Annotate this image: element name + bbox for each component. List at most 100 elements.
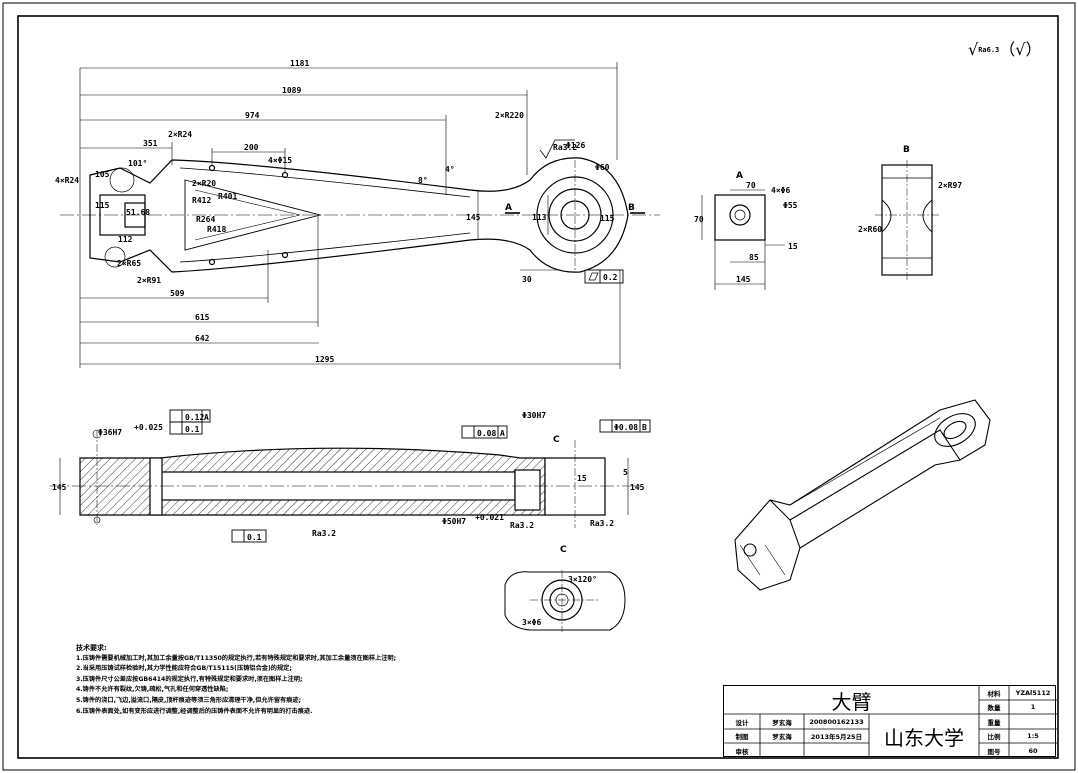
designer-name: 罗玄海 [772, 718, 792, 727]
fit-right: Φ30H7 [522, 411, 546, 420]
tol-flat-bottom: 0.1 [247, 533, 262, 542]
sb-2xr97: 2×R97 [938, 181, 962, 190]
sec-15: 15 [577, 474, 587, 483]
dim-101deg: 101° [128, 159, 147, 168]
dim-112: 112 [118, 235, 133, 244]
dim-4xr24: 4×R24 [55, 176, 79, 185]
dim-1181: 1181 [290, 59, 309, 68]
note-1: 1.压铸件需要机械加工时,其加工余量按GB/T11350的规定执行,若有特殊规定… [76, 654, 397, 662]
dim-r412: R412 [192, 196, 211, 205]
scale-label: 比例 [987, 733, 1001, 741]
section-marker-a: A [505, 203, 512, 213]
tol-datum-a: A [204, 413, 209, 422]
isometric-view [734, 399, 991, 591]
dim-8deg: 8° [418, 176, 428, 185]
dim-1295: 1295 [315, 355, 334, 364]
sa-85: 85 [749, 253, 759, 262]
dim-4deg: 4° [445, 165, 455, 174]
tol-parallel: 0.12 [185, 413, 204, 422]
notes-heading: 技术要求: [76, 644, 107, 652]
dim-phi60: Φ60 [595, 163, 610, 172]
tol-datum-b: B [642, 423, 647, 432]
sectional-view [50, 409, 651, 543]
weight-value [1009, 714, 1057, 729]
top-view [60, 62, 660, 369]
material-label: 材料 [987, 690, 1001, 698]
dim-200: 200 [244, 143, 259, 152]
dim-phi126: Φ126 [566, 141, 585, 150]
dim-4xphi15: 4×Φ15 [268, 156, 292, 165]
drawing-date: 2013年5月25日 [810, 733, 863, 741]
dim-145: 145 [466, 213, 481, 222]
qty-value: 1 [1030, 703, 1036, 711]
sa-70: 70 [746, 181, 756, 190]
sa-4xphi6: 4×Φ6 [771, 186, 790, 195]
sa-phi55: Φ55 [783, 201, 798, 210]
drafter-name: 罗玄海 [772, 733, 792, 741]
dim-2xr91: 2×R91 [137, 276, 161, 285]
note-4: 4.铸件不允许有裂纹,欠铸,疏松,气孔和任何穿透性缺陷; [76, 686, 229, 694]
sa-70v: 70 [694, 215, 704, 224]
sa-15: 15 [788, 242, 798, 251]
dim-51: 51.68 [126, 208, 150, 217]
sc-3xphi6: 3×Φ6 [522, 618, 541, 627]
sec-5: 5 [623, 468, 628, 477]
section-a-view [701, 189, 785, 290]
section-c-title: C [560, 545, 567, 555]
section-c-view [504, 570, 626, 632]
datum-b-circle [92, 429, 102, 439]
dim-113: 113 [532, 213, 547, 222]
inner-frame [17, 15, 1059, 759]
reviewer-label: 审核 [735, 747, 749, 756]
dim-115-right: 115 [600, 214, 615, 223]
section-a-title: A [736, 171, 743, 181]
tol-position: Φ0.08 [614, 423, 638, 432]
dim-642: 642 [195, 334, 210, 343]
dim-1089: 1089 [282, 86, 301, 95]
sa-145: 145 [736, 275, 751, 284]
school-name: 山东大学 [884, 725, 964, 750]
designer-label: 设计 [735, 718, 749, 727]
dim-30: 30 [522, 275, 532, 284]
title-block: 大臂 设计 罗玄海 200800162133 制图 罗玄海 2013年5月25日… [723, 685, 1057, 758]
sb-2xr60: 2×R60 [858, 225, 882, 234]
sec-145-right: 145 [630, 483, 645, 492]
note-3: 3.压铸件尺寸公差应按GB6414的规定执行,有特殊规定和要求时,须在图样上注明… [76, 675, 303, 683]
fit-left: Φ36H7 [98, 428, 122, 437]
roughness-sec-2: Ra3.2 [590, 519, 614, 528]
designer-id: 200800162133 [809, 717, 864, 726]
tol-datum-a2: A [500, 429, 505, 438]
scale-value: 1:5 [1027, 732, 1039, 740]
dim-2xr24: 2×R24 [168, 130, 192, 139]
dim-2xr20: 2×R20 [192, 179, 216, 188]
drawing-title: 大臂 [831, 689, 872, 714]
dim-r401: R401 [218, 192, 237, 201]
dim-615: 615 [195, 313, 210, 322]
section-marker-b: B [628, 203, 635, 213]
dim-r264: R264 [196, 215, 215, 224]
dim-2xr65: 2×R65 [117, 259, 141, 268]
sec-145: 145 [52, 483, 67, 492]
dim-351: 351 [143, 139, 158, 148]
fit-bottom: Φ50H7 [442, 517, 466, 526]
note-2: 2.当采用压铸试样检验时,其力学性能应符合GB/T15115(压铸铝合金)的规定… [76, 665, 292, 673]
flatness-value: 0.2 [603, 273, 618, 282]
drawing-no-label: 图号 [987, 747, 1001, 756]
section-b-view [875, 160, 940, 280]
general-roughness: √Ra6.3（√） [968, 40, 1042, 59]
drawing-no-value: 60 [1028, 746, 1038, 755]
roughness-sec-1: Ra3.2 [312, 529, 336, 538]
weight-label: 重量 [987, 718, 1001, 727]
tol-upper-bottom: +0.021 [475, 513, 504, 522]
sc-3x120: 3×120° [568, 575, 597, 584]
material-value: YZAl5112 [1015, 689, 1051, 697]
roughness-sec-3: Ra3.2 [510, 521, 534, 530]
tol-upper-left: +0.025 [134, 423, 163, 432]
dim-r418: R418 [207, 225, 226, 234]
roughness-top: Ra3.2 [553, 143, 577, 152]
qty-label: 数量 [987, 704, 1001, 712]
note-6: 6.压铸件表面处,如有变形应进行调整,经调整后的压铸件表面不允许有明显的打击痕迹… [76, 707, 313, 715]
general-roughness-value: Ra6.3 [978, 46, 1000, 54]
